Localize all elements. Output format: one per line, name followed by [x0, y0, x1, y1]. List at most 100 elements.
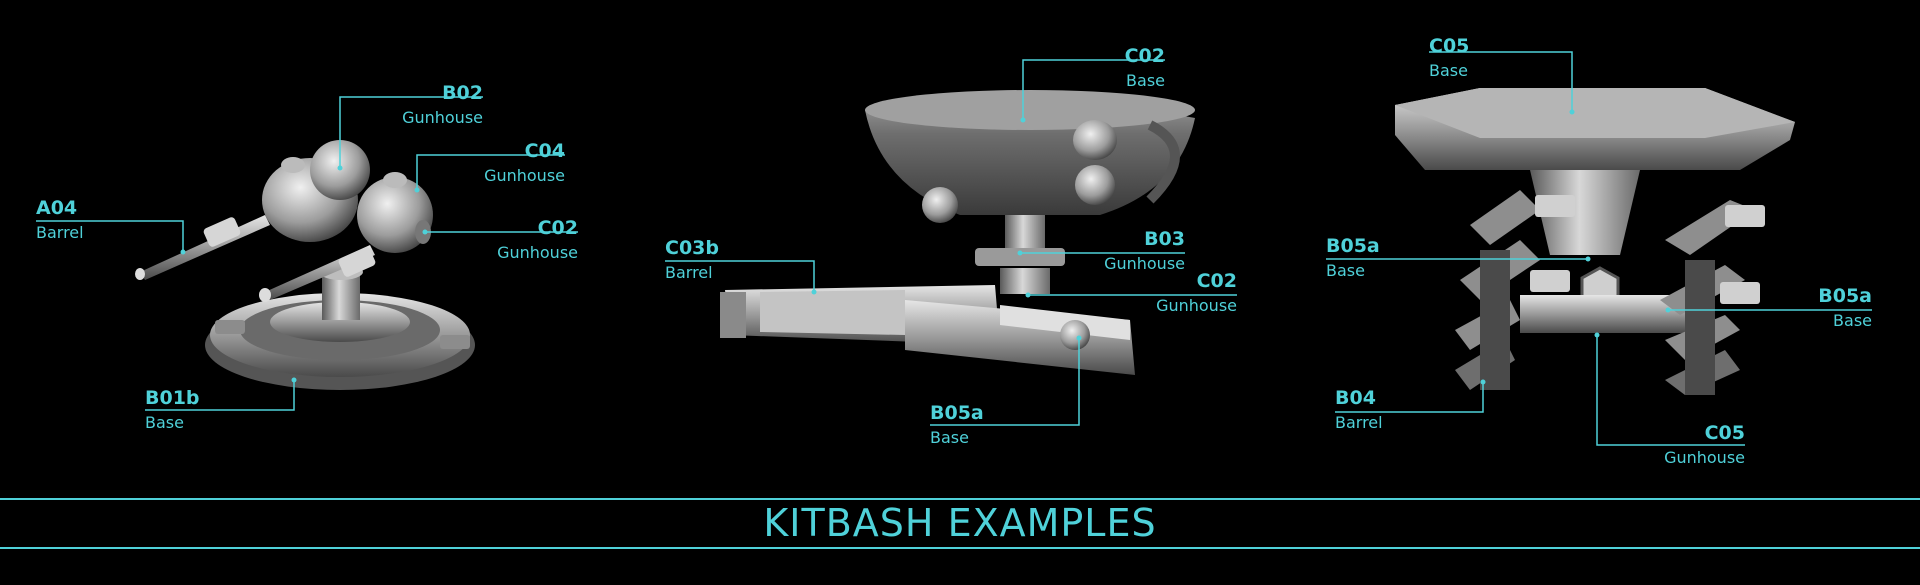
part-type: Base — [930, 428, 969, 447]
part-code: B03 — [1144, 228, 1185, 250]
ceiling-dish-top — [865, 90, 1195, 130]
part-code: B05a — [1326, 235, 1380, 257]
part-type: Base — [1429, 61, 1468, 80]
dish-arm — [1146, 120, 1180, 204]
callout-leaders — [36, 51, 1872, 446]
ceiling-plate-top — [1395, 88, 1795, 138]
callout-anchor-dot — [1665, 307, 1671, 313]
part-type: Gunhouse — [484, 166, 565, 185]
ceiling-neck — [1530, 170, 1640, 255]
gunhouse-c02-mid — [1000, 268, 1050, 294]
part-type: Gunhouse — [402, 108, 483, 127]
part-code: B01b — [145, 387, 200, 409]
part-code: B04 — [1335, 387, 1376, 409]
callout-anchor-dot — [1594, 332, 1600, 338]
part-code: C05 — [1429, 35, 1470, 57]
banner-rule-bottom — [0, 547, 1920, 549]
part-type: Gunhouse — [1104, 254, 1185, 273]
callout-anchor-dot — [1025, 292, 1031, 298]
part-type: Barrel — [1335, 413, 1383, 432]
callout-anchor-dot — [422, 229, 428, 235]
turret-right-model — [1395, 88, 1795, 395]
base-b05a-joint — [1060, 320, 1090, 350]
dish-sphere-right — [1075, 165, 1115, 205]
callout-anchor-dot — [1585, 256, 1591, 262]
base-clamp-right — [440, 335, 470, 349]
callout-leader-turret-right-3 — [1335, 382, 1484, 413]
part-type: Base — [145, 413, 184, 432]
callout-leader-turret-right-0 — [1429, 51, 1573, 112]
dish-sphere-left — [922, 187, 958, 223]
part-type: Gunhouse — [1664, 448, 1745, 467]
callout-leader-turret-left-0 — [339, 96, 483, 168]
barrel-c03b-face — [760, 290, 905, 335]
callout-leader-turret-middle-2 — [665, 260, 815, 292]
callout-anchor-dot — [337, 165, 343, 171]
callout-anchor-dot — [291, 377, 297, 383]
callout-anchor-dot — [414, 187, 420, 193]
turret-middle-model — [720, 90, 1195, 375]
callout-leader-turret-left-4 — [145, 380, 295, 411]
part-code: B02 — [442, 82, 483, 104]
part-code: C02 — [1124, 45, 1165, 67]
part-type: Base — [1833, 311, 1872, 330]
callout-anchor-dot — [1480, 379, 1486, 385]
callout-leader-turret-left-1 — [416, 154, 565, 190]
part-type: Barrel — [665, 263, 713, 282]
callout-anchor-dot — [1569, 109, 1575, 115]
part-type: Gunhouse — [497, 243, 578, 262]
crossbar — [1520, 295, 1690, 333]
barrel-mount-top — [1000, 305, 1130, 340]
part-code: C04 — [524, 140, 565, 162]
gunhouse-cap-2 — [383, 172, 407, 188]
callout-anchor-dot — [1076, 335, 1082, 341]
base-hub — [270, 302, 410, 342]
part-code: C02 — [537, 217, 578, 239]
part-code: A04 — [36, 197, 78, 219]
page-title: KITBASH EXAMPLES — [763, 501, 1157, 545]
base-clamp-left — [215, 320, 245, 334]
part-code: B05a — [930, 402, 984, 424]
callout-leader-turret-left-2 — [36, 220, 184, 252]
turret-left-model — [135, 140, 475, 390]
callout-anchor-dot — [811, 289, 817, 295]
dish-dome — [1073, 120, 1117, 160]
left-pod-stack — [1455, 190, 1575, 390]
callout-anchor-dot — [180, 249, 186, 255]
callout-anchor-dot — [1020, 117, 1026, 123]
barrel-muzzle — [720, 292, 746, 338]
callout-leader-turret-middle-4 — [930, 338, 1080, 426]
part-code: C05 — [1704, 422, 1745, 444]
callout-anchor-dot — [1017, 250, 1023, 256]
part-type: Base — [1126, 71, 1165, 90]
gunhouse-cap-1 — [281, 157, 305, 173]
barrel-a04 — [135, 215, 270, 280]
callout-leader-turret-middle-0 — [1022, 59, 1165, 120]
part-code: C02 — [1196, 270, 1237, 292]
part-type: Base — [1326, 261, 1365, 280]
barrel-second — [259, 245, 376, 302]
part-code: B05a — [1818, 285, 1872, 307]
part-type: Barrel — [36, 223, 84, 242]
gunhouse-c02 — [357, 177, 433, 253]
part-code: C03b — [665, 237, 719, 259]
banner-rule-top — [0, 498, 1920, 500]
callout-leader-turret-right-4 — [1596, 335, 1745, 446]
